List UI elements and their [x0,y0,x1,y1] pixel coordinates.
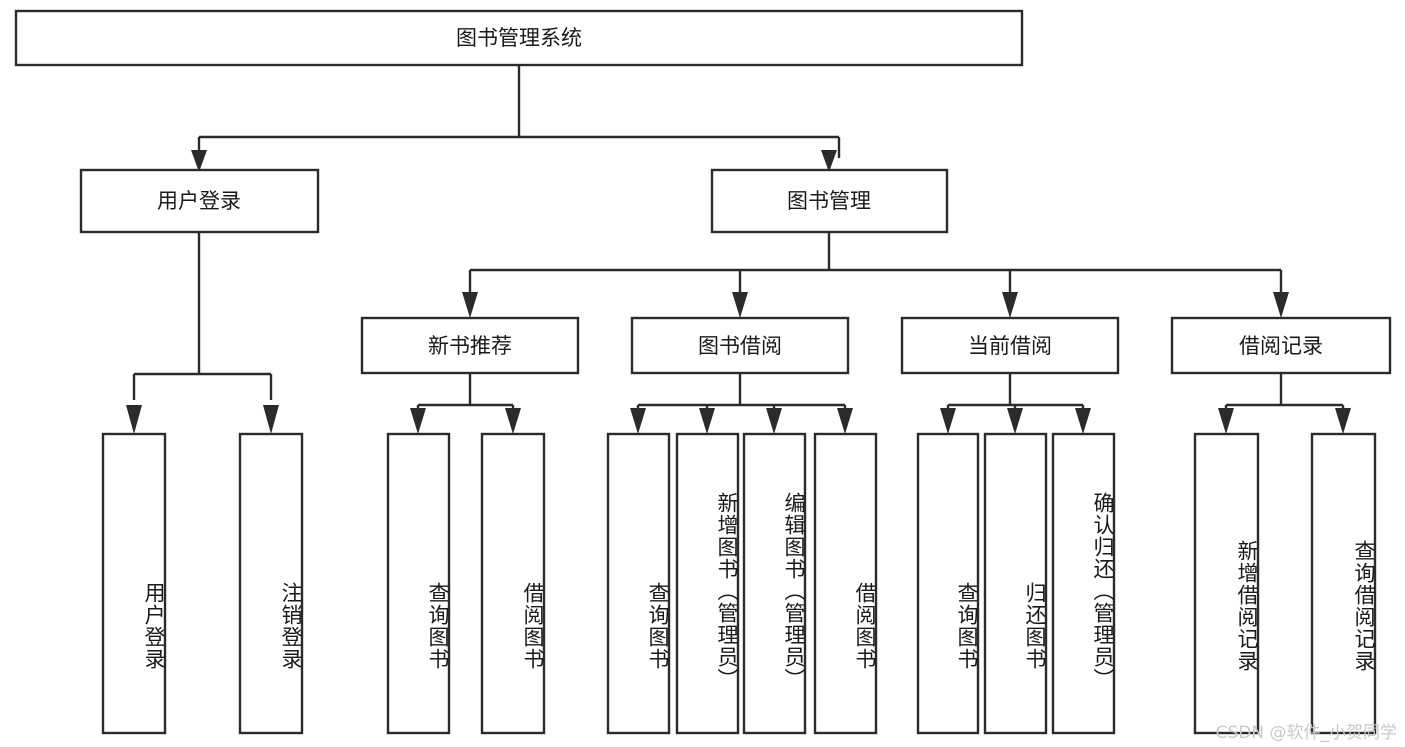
node-leaf-return-book[interactable] [983,432,1048,735]
node-leaf-query-record[interactable] [1310,432,1377,735]
arrow-to-leaf-add-book [699,408,715,434]
arrow-to-leaf-confirm-return [1075,408,1091,434]
arrow-root-to-book-manage [821,150,837,172]
arrow-to-leaf-query-book-2 [630,408,646,434]
connector-currentborrow-to-leaves [946,373,1085,412]
node-leaf-query-book-3[interactable] [916,432,980,735]
node-book-manage[interactable]: 图书管理 [710,168,949,234]
node-leaf-add-record[interactable] [1193,432,1260,735]
node-book-borrow-label: 图书借阅 [698,334,782,358]
arrow-to-leaf-query-book-1 [410,408,426,434]
node-leaf-user-login[interactable] [101,432,167,735]
arrow-to-leaf-borrow-book-1 [505,408,521,434]
arrow-to-new-book-recommend [462,292,478,318]
arrow-to-leaf-logout [263,405,279,434]
connector-bookborrow-to-leaves [636,373,847,412]
node-current-borrow-label: 当前借阅 [968,334,1052,358]
node-new-book-recommend-label: 新书推荐 [428,334,512,358]
connector-bookmanage-to-level3 [468,232,1283,292]
node-leaf-borrow-book-1[interactable] [480,432,546,735]
node-leaf-edit-book[interactable] [742,432,807,735]
connector-borrowrecord-to-leaves [1224,373,1345,412]
arrow-root-to-user-login [191,150,207,172]
arrow-to-leaf-query-record [1335,408,1351,434]
arrow-to-leaf-user-login [126,405,142,434]
node-current-borrow[interactable]: 当前借阅 [900,316,1120,375]
connector-userlogin-to-leaves [132,232,273,400]
nodes-group: 图书管理系统 用户登录 图书管理 新书推荐 图书借阅 当前 [14,9,1392,735]
node-root-label: 图书管理系统 [456,26,582,50]
node-leaf-query-book-2[interactable] [606,432,671,735]
connector-root-to-level2 [197,65,841,158]
arrow-to-leaf-add-record [1218,408,1234,434]
node-leaf-query-book-1[interactable] [386,432,451,735]
node-user-login-label: 用户登录 [157,189,241,213]
node-leaf-borrow-book-2[interactable] [813,432,878,735]
arrow-to-leaf-return-book [1007,408,1023,434]
connector-newbook-to-leaves [416,373,515,412]
node-leaf-add-book[interactable] [675,432,740,735]
csdn-watermark: CSDN @软件_小贺同学 [1215,723,1397,743]
node-borrow-record[interactable]: 借阅记录 [1170,316,1392,375]
arrow-to-current-borrow [1002,292,1018,318]
node-book-borrow[interactable]: 图书借阅 [630,316,850,375]
node-leaf-confirm-return[interactable] [1051,432,1116,735]
arrow-to-leaf-query-book-3 [940,408,956,434]
arrow-to-leaf-borrow-book-2 [837,408,853,434]
arrow-to-borrow-record [1273,292,1289,318]
node-borrow-record-label: 借阅记录 [1239,334,1323,358]
node-user-login[interactable]: 用户登录 [79,168,320,234]
connectors-group [126,65,1351,434]
arrow-to-leaf-edit-book [766,408,782,434]
node-new-book-recommend[interactable]: 新书推荐 [360,316,580,375]
node-leaf-logout[interactable] [238,432,304,735]
node-root[interactable]: 图书管理系统 [14,9,1024,67]
node-book-manage-label: 图书管理 [787,189,871,213]
arrow-to-book-borrow [732,292,748,318]
